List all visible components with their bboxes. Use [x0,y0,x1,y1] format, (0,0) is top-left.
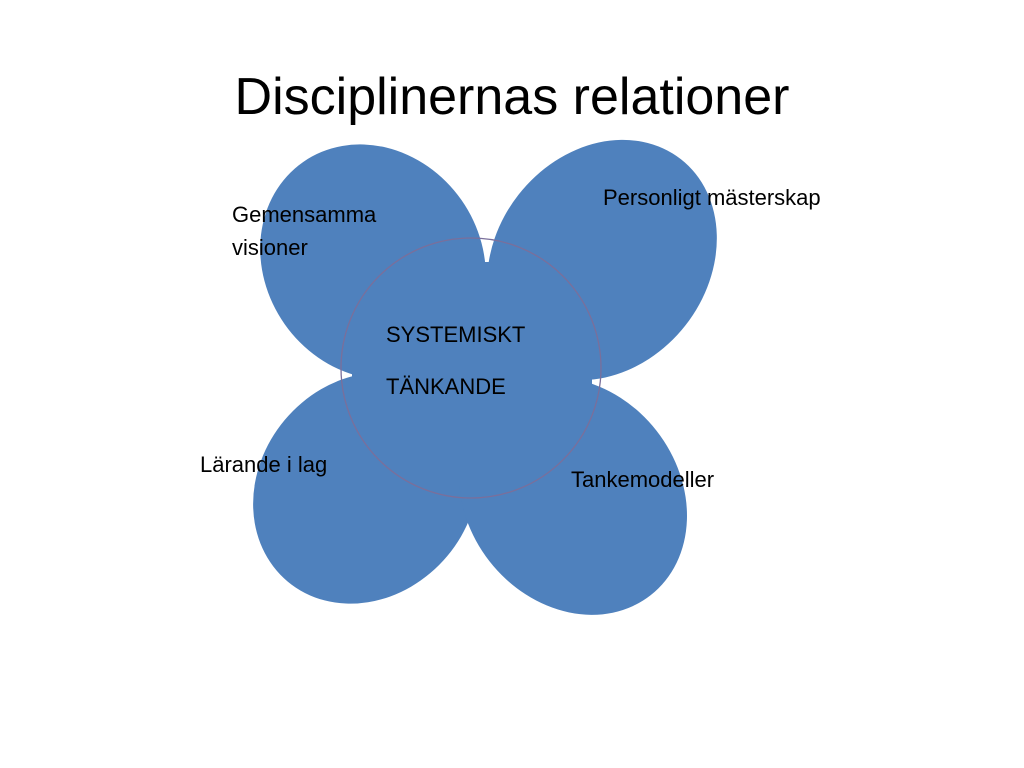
label-personligt-masterskap: Personligt mästerskap [603,185,821,210]
slide-title: Disciplinernas relationer [234,68,790,126]
label-center-line1: SYSTEMISKT [386,322,526,347]
label-gemensamma-visioner: Gemensamma visioner [232,202,377,260]
label-tankemodeller: Tankemodeller [571,467,715,492]
label-larande-i-lag: Lärande i lag [200,452,328,477]
flower-center-fill [352,262,592,484]
label-center-line2: TÄNKANDE [386,374,506,399]
systems-thinking-circle [340,237,602,499]
